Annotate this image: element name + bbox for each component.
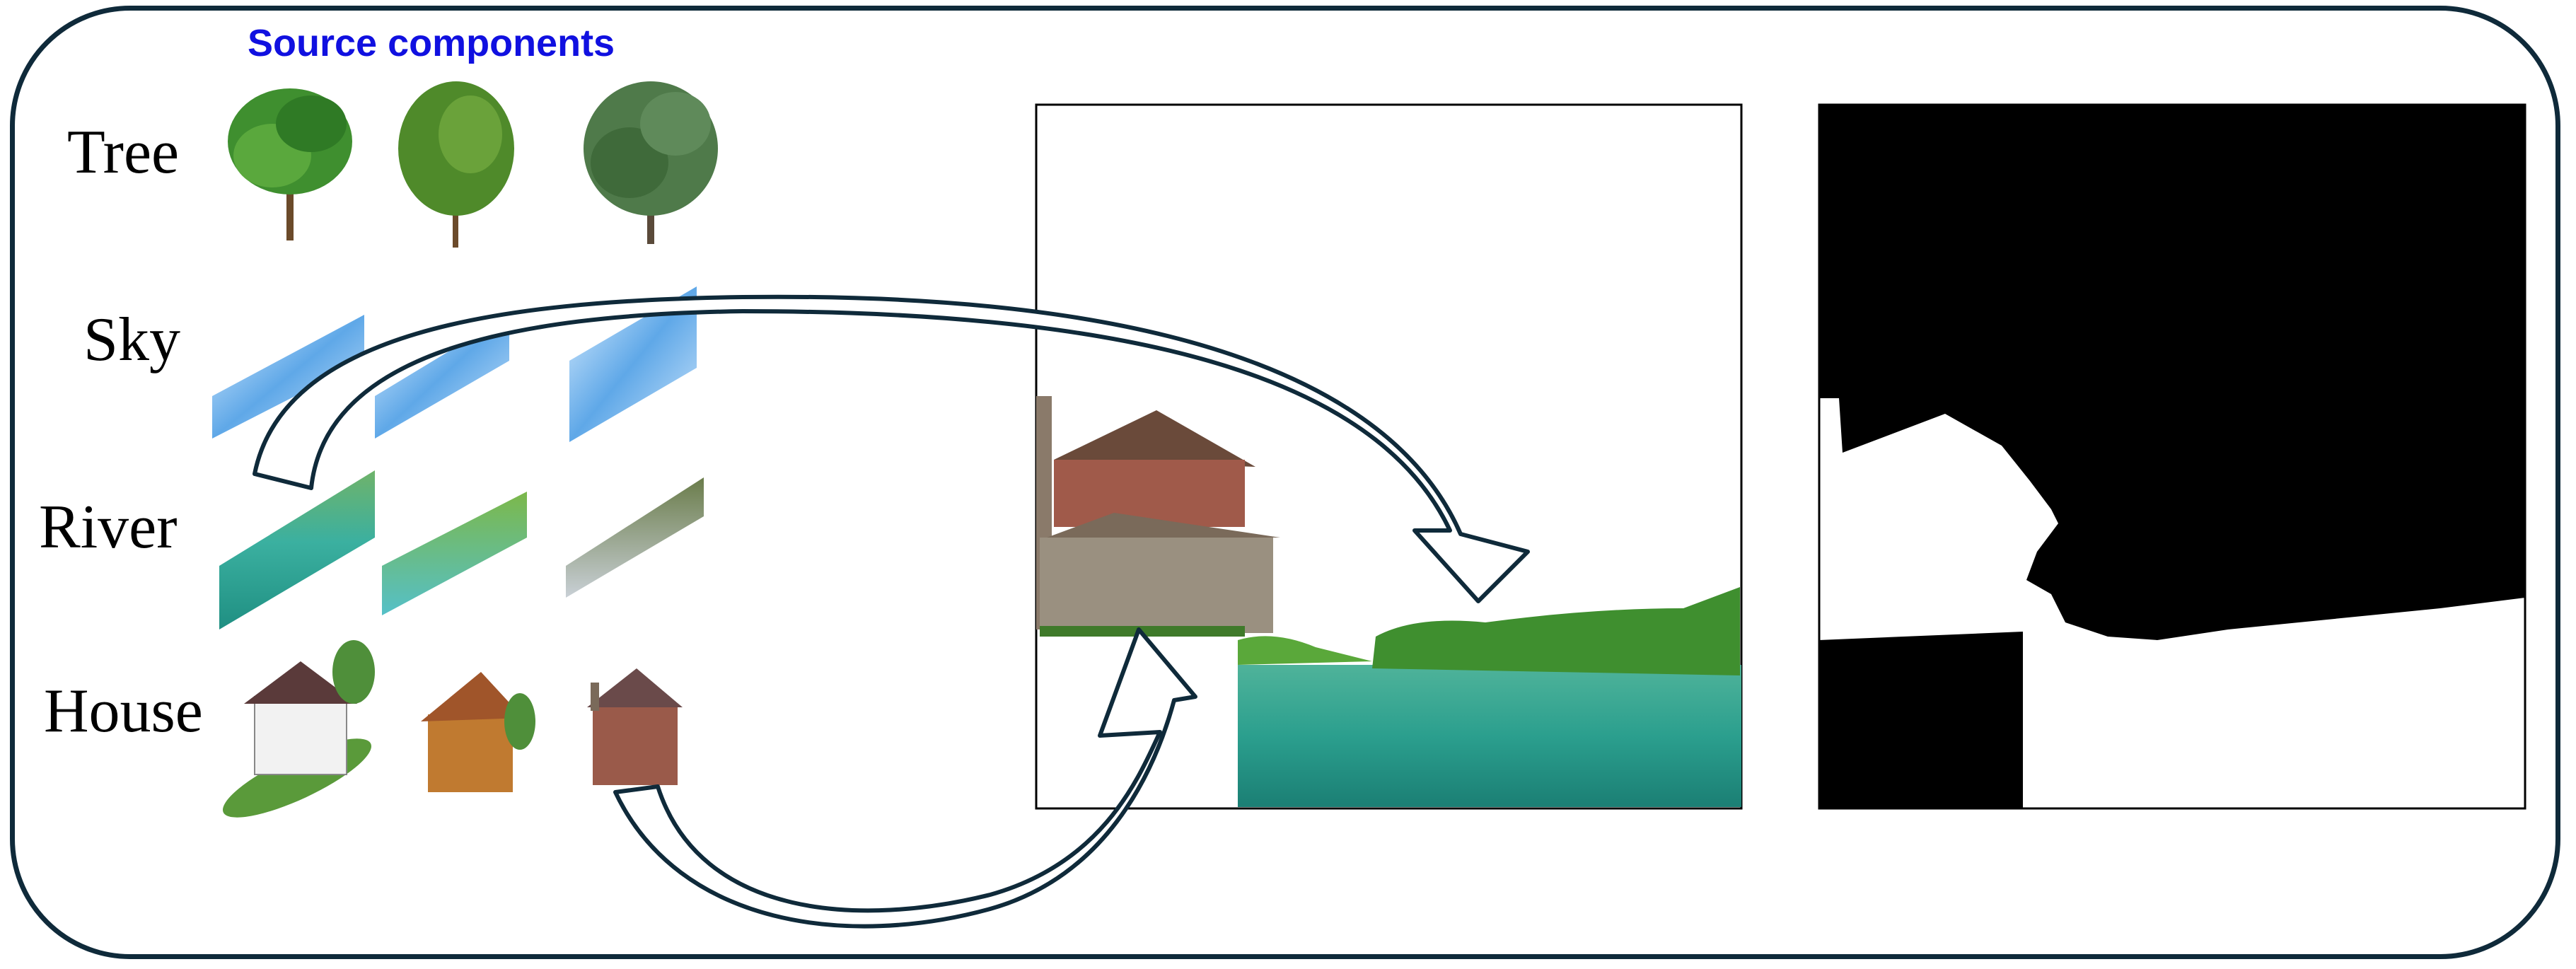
sky-image-3 <box>569 286 697 442</box>
rounded-frame <box>10 6 2560 959</box>
composite-house-roof <box>1054 410 1255 467</box>
row-label-sky: Sky <box>83 306 180 374</box>
composite-water <box>1238 665 1741 807</box>
sky-image-1 <box>212 315 364 439</box>
sky-image-2 <box>375 315 509 439</box>
curved-arrow-sky <box>253 294 1530 603</box>
house-image-1 <box>223 640 375 818</box>
house-image-3 <box>587 668 683 785</box>
mask-canvas <box>1818 103 2526 810</box>
composite-bushes <box>1372 587 1740 675</box>
tree-image-3 <box>584 81 718 244</box>
river-image-3 <box>566 477 704 598</box>
tree-image-2 <box>398 81 514 248</box>
source-components-heading: Source components <box>248 22 615 64</box>
composite-house-upper <box>1054 460 1245 527</box>
mask-white-region <box>1819 398 2525 808</box>
composite-porch-roof <box>1047 513 1280 538</box>
curved-arrow-house <box>613 627 1197 929</box>
row-label-house: House <box>44 677 203 745</box>
house-image-2 <box>421 672 535 792</box>
tree-image-1 <box>228 88 352 240</box>
composite-left-bank <box>1238 636 1372 665</box>
composite-house-lower <box>1040 538 1273 633</box>
row-label-river: River <box>39 493 178 562</box>
row-label-tree: Tree <box>67 118 180 187</box>
river-image-2 <box>382 492 527 615</box>
river-image-1 <box>219 470 375 629</box>
